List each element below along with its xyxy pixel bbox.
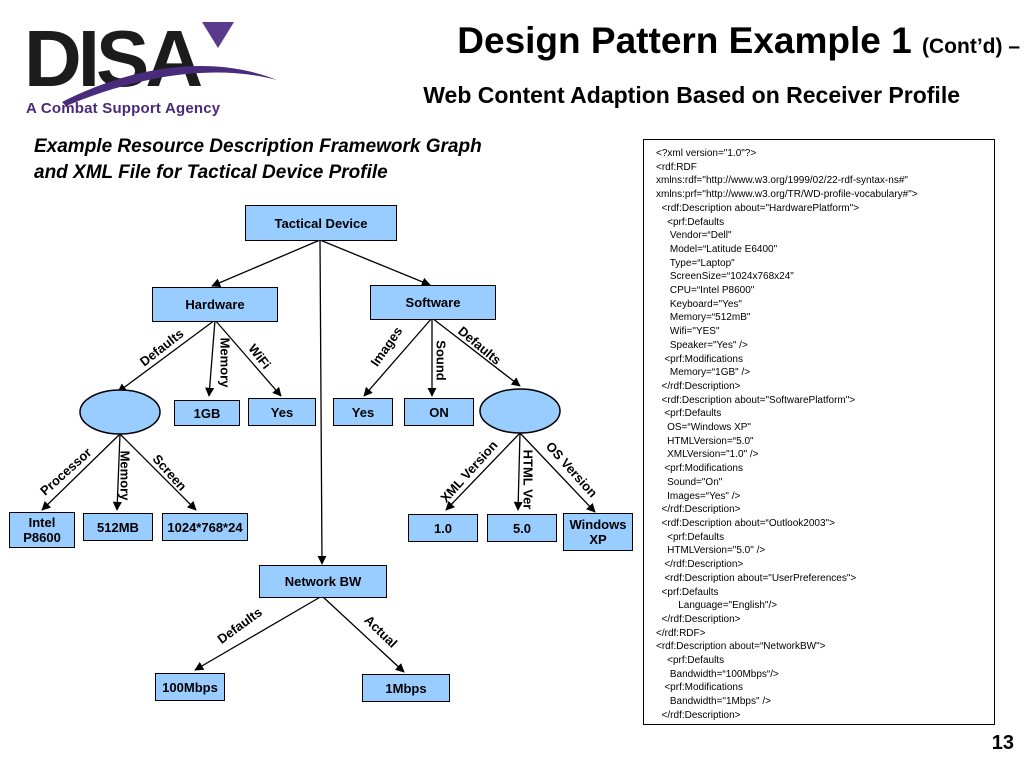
edge-sw-images	[363, 317, 433, 397]
edge-hw-defaults	[117, 319, 216, 393]
page-number: 13	[991, 732, 1014, 754]
edge-xml-version	[445, 432, 521, 511]
node-os: Windows XP	[563, 513, 633, 551]
label-hw-memory: Memory	[217, 337, 233, 388]
node-processor: Intel P8600	[9, 512, 75, 548]
os-line-1: Windows	[569, 517, 627, 532]
xml-line: xmlns:rdf="http://www.w3.org/1999/02/22-…	[656, 175, 908, 187]
xml-line: <rdf:Description about="UserPreferences"…	[656, 572, 857, 584]
xml-line: HTMLVersion="5.0" />	[656, 545, 766, 557]
xml-line: <prf:Defaults	[656, 216, 725, 228]
xml-line: Bandwidth=“100Mbps“/>	[656, 668, 779, 680]
node-hw-memory: 1GB	[174, 400, 240, 426]
node-html-version: 5.0	[487, 514, 557, 542]
edge-processor	[41, 433, 121, 511]
node-network-bw: Network BW	[259, 565, 387, 598]
xml-line: Language="English"/>	[656, 600, 778, 612]
xml-line: Keyboard="Yes"	[656, 298, 742, 310]
label-sw-sound: Sound	[433, 340, 449, 381]
xml-profile-panel: <?xml version="1.0"?> <rdf:RDF xmlns:rdf="…	[643, 139, 995, 725]
xml-line: <prf:Modifications	[656, 682, 743, 694]
node-screen: 1024*768*24	[162, 513, 248, 541]
page-subtitle: Web Content Adaption Based on Receiver P…	[423, 82, 960, 108]
edge-os-version	[519, 432, 596, 513]
xml-line: Images=“Yes" />	[656, 490, 741, 502]
node-software: Software	[370, 285, 496, 320]
xml-line: <rdf:RDF	[656, 161, 697, 173]
xml-line: <prf:Defaults	[656, 655, 725, 667]
label-memory: Memory	[117, 450, 133, 501]
os-line-2: XP	[589, 532, 607, 547]
edge-sw-defaults	[431, 317, 521, 387]
xml-line: </rdf:Description>	[656, 709, 741, 721]
xml-line: <prf:Defaults	[656, 531, 725, 543]
heading-line-1: Example Resource Description Framework G…	[34, 136, 482, 157]
hardware-defaults-node	[79, 389, 161, 435]
logo-star	[202, 22, 234, 48]
xml-line: Vendor=“Dell"	[656, 230, 732, 242]
xml-line: <rdf:Description about=“NetworkBW">	[656, 641, 826, 653]
edge-td-software	[319, 239, 431, 287]
xml-line: <rdf:Description about=“Outlook2003">	[656, 517, 835, 529]
node-hw-wifi: Yes	[248, 398, 316, 426]
xml-line: Speaker="Yes" />	[656, 339, 748, 351]
page-title: Design Pattern Example 1 (Cont’d) –	[250, 20, 1020, 62]
disa-logo: DISA	[24, 14, 277, 106]
processor-line-2: P8600	[23, 530, 61, 545]
node-hardware: Hardware	[152, 287, 278, 322]
node-sw-images: Yes	[333, 398, 393, 426]
edge-hw-wifi	[214, 319, 282, 397]
node-sw-sound: ON	[404, 398, 474, 426]
edge-memory	[112, 433, 122, 511]
xml-line: Memory=“1GB" />	[656, 367, 751, 379]
xml-line: Sound="On"	[656, 476, 723, 488]
xml-line: </rdf:Description>	[656, 380, 741, 392]
xml-line: <rdf:Description about="SoftwarePlatform…	[656, 394, 856, 406]
xml-line: <prf:Defaults	[656, 586, 719, 598]
xml-line: xmlns:prf="http://www.w3.org/TR/WD-profi…	[656, 189, 918, 201]
xml-line: <prf:Defaults	[656, 408, 722, 420]
edge-hw-memory	[205, 319, 216, 397]
edge-bw-defaults	[194, 595, 323, 671]
edge-bw-actual	[321, 595, 405, 673]
node-bw-actual: 1Mbps	[362, 674, 450, 702]
title-cont: (Cont’d) –	[922, 35, 1020, 58]
xml-line: <prf:Modifications	[656, 463, 743, 475]
edge-td-network	[317, 239, 327, 565]
xml-line: CPU=“Intel P8600"	[656, 285, 755, 297]
node-tactical-device: Tactical Device	[245, 205, 397, 241]
xml-line: </rdf:RDF>	[656, 627, 706, 639]
xml-line: HTMLVersion=“5.0"	[656, 435, 754, 447]
xml-line: XMLVersion="1.0" />	[656, 449, 759, 461]
logo-swoosh	[62, 66, 277, 106]
label-html-version: HTML Ver	[520, 449, 536, 510]
xml-line: Bandwidth="1Mbps" />	[656, 696, 771, 708]
software-defaults-node	[479, 388, 561, 434]
processor-line-1: Intel	[28, 515, 56, 530]
node-memory: 512MB	[83, 513, 153, 541]
xml-line: Memory=“512mB"	[656, 312, 751, 324]
xml-line: <prf:Modifications	[656, 353, 743, 365]
edge-html-version	[513, 432, 523, 511]
xml-line: </rdf:Description>	[656, 504, 741, 516]
xml-line: </rdf:Description>	[656, 613, 741, 625]
edge-screen	[119, 433, 197, 511]
xml-line: </rdf:Description>	[656, 559, 744, 571]
xml-line: Model=“Latitude E6400"	[656, 243, 778, 255]
xml-line: Wifi="YES"	[656, 326, 720, 338]
xml-line: <?xml version="1.0"?>	[656, 148, 757, 159]
xml-line: <rdf:Description about="HardwarePlatform…	[656, 202, 860, 214]
edge-td-hardware	[211, 239, 321, 287]
xml-line: Type=“Laptop"	[656, 257, 735, 269]
diagram-heading: Example Resource Description Framework G…	[34, 134, 594, 186]
node-bw-default: 100Mbps	[155, 673, 225, 701]
title-main: Design Pattern Example 1	[457, 20, 912, 61]
rdf-graph-edges	[41, 239, 596, 673]
xml-line: ScreenSize=“1024x768x24"	[656, 271, 794, 283]
tagline: A Combat Support Agency	[26, 100, 221, 117]
xml-line: OS=“Windows XP"	[656, 422, 751, 434]
node-xml-version: 1.0	[408, 514, 478, 542]
heading-line-2: and XML File for Tactical Device Profile	[34, 162, 388, 183]
